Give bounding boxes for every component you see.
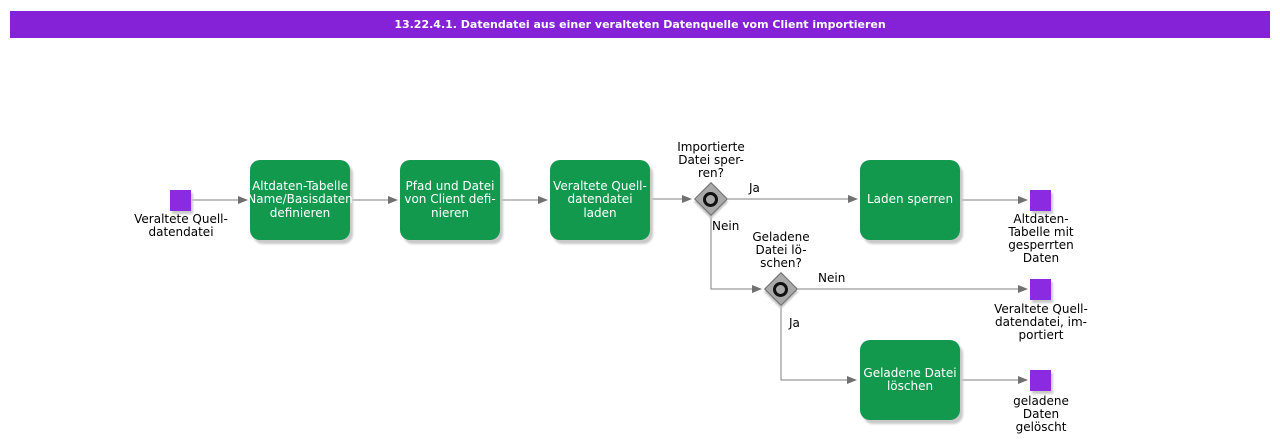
task-delete-file[interactable]: Geladene Datei löschen — [860, 340, 960, 420]
end-event-deleted-label: geladene Daten gelöscht — [1013, 394, 1069, 434]
task-define-path-label: Pfad und Datei von Client defi- nieren — [404, 178, 496, 220]
task-define-table[interactable]: Altdaten-Tabelle Name/Basisdaten definie… — [247, 160, 353, 240]
task-lock-loading-label: Laden sperren — [866, 192, 954, 207]
start-event-label: Veraltete Quell- datendatei — [134, 212, 228, 239]
gateway-delete-file-question: Geladene Datei lö- schen? — [752, 230, 810, 270]
task-delete-file-label: Geladene Datei löschen — [863, 365, 957, 393]
end-event-locked-label: Altdaten- Tabelle mit gesperrten Daten — [1008, 212, 1074, 265]
task-define-path[interactable]: Pfad und Datei von Client defi- nieren — [400, 160, 500, 240]
edge-label-ja-1: Ja — [749, 181, 760, 195]
task-lock-loading[interactable]: Laden sperren — [860, 160, 960, 240]
task-load-file-label: Veraltete Quell- datendatei laden — [553, 178, 647, 220]
end-event-locked-square[interactable] — [1030, 190, 1051, 211]
task-define-table-label: Altdaten-Tabelle Name/Basisdaten definie… — [247, 178, 353, 220]
start-event-square[interactable] — [170, 190, 191, 211]
edge-label-ja-2: Ja — [789, 316, 800, 330]
task-load-file[interactable]: Veraltete Quell- datendatei laden — [550, 160, 650, 240]
edge-label-nein-1: Nein — [712, 219, 740, 233]
title-bar: 13.22.4.1. Datendatei aus einer veraltet… — [10, 11, 1270, 38]
end-event-imported-square[interactable] — [1030, 279, 1051, 300]
gateway-lock-file-question: Importierte Datei sper- ren? — [677, 140, 745, 180]
edge-label-nein-2: Nein — [818, 271, 846, 285]
page-title: 13.22.4.1. Datendatei aus einer veraltet… — [394, 18, 886, 31]
end-event-imported-label: Veraltete Quell- datendatei, im- portier… — [994, 302, 1088, 342]
end-event-deleted-square[interactable] — [1030, 370, 1051, 391]
